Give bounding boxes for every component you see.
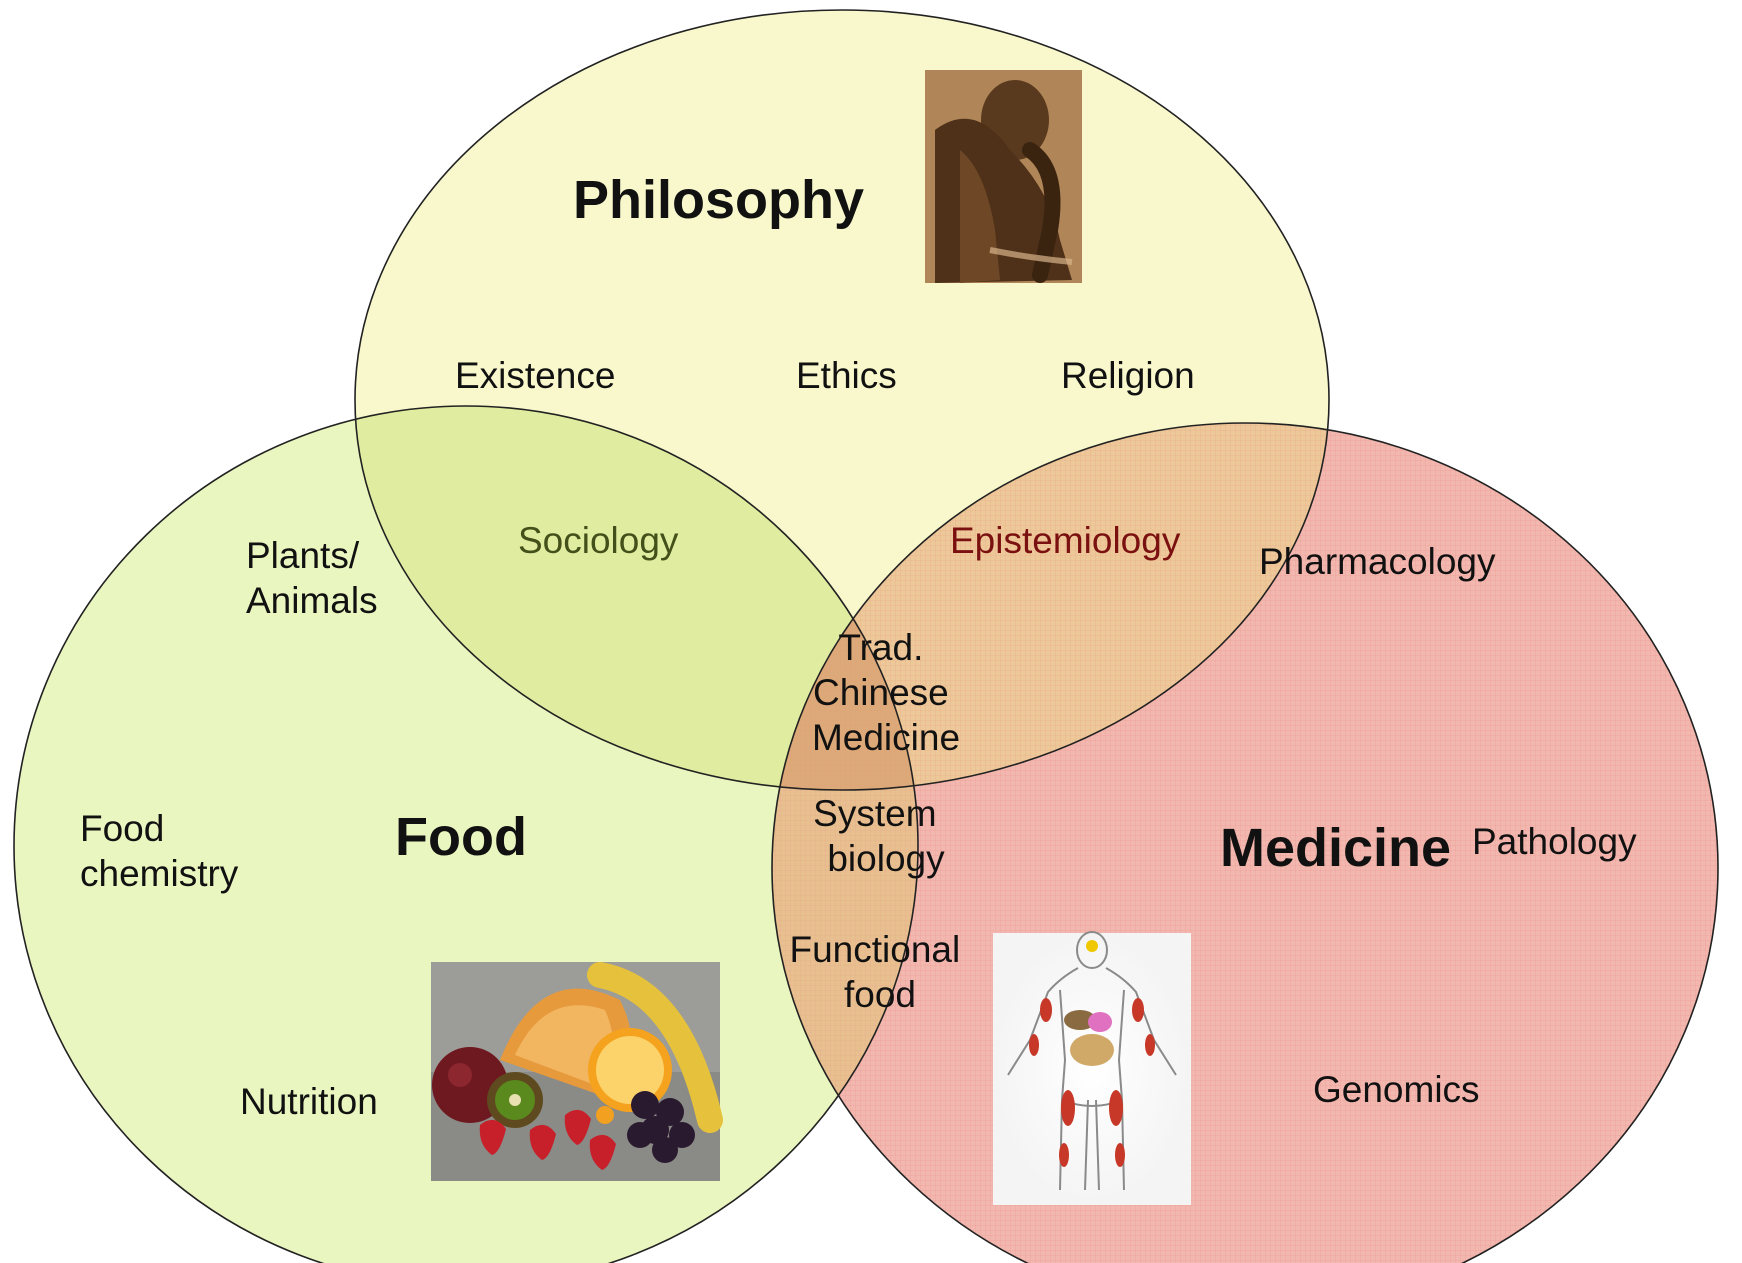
fruit-assortment-image: [431, 962, 723, 1181]
label-food-chemistry: Food chemistry: [80, 808, 239, 894]
thinker-statue-image: [925, 70, 1082, 283]
label-epistemiology: Epistemiology: [950, 520, 1181, 561]
label-functional-food: Functional food: [790, 929, 971, 1015]
label-nutrition: Nutrition: [240, 1081, 378, 1122]
label-pathology: Pathology: [1472, 821, 1637, 862]
philosophy-outline: [354, 9, 1330, 791]
food-title: Food: [395, 807, 527, 867]
label-existence: Existence: [455, 355, 615, 396]
label-system-biology: System biology: [813, 793, 947, 879]
label-genomics: Genomics: [1313, 1069, 1480, 1110]
food-outline: [13, 405, 919, 1263]
philosophy-title: Philosophy: [573, 170, 864, 230]
label-trad-chinese-medicine: Trad. Chinese Medicine: [812, 627, 960, 758]
medicine-title: Medicine: [1220, 818, 1451, 878]
label-sociology: Sociology: [518, 520, 679, 561]
medicine-outline: [771, 422, 1719, 1263]
label-plants-animals: Plants/ Animals: [246, 535, 378, 621]
label-ethics: Ethics: [796, 355, 897, 396]
label-pharmacology: Pharmacology: [1259, 541, 1496, 582]
label-religion: Religion: [1061, 355, 1195, 396]
human-body-organs-image: [993, 931, 1191, 1205]
philosophy-food-overlap: [355, 406, 918, 790]
